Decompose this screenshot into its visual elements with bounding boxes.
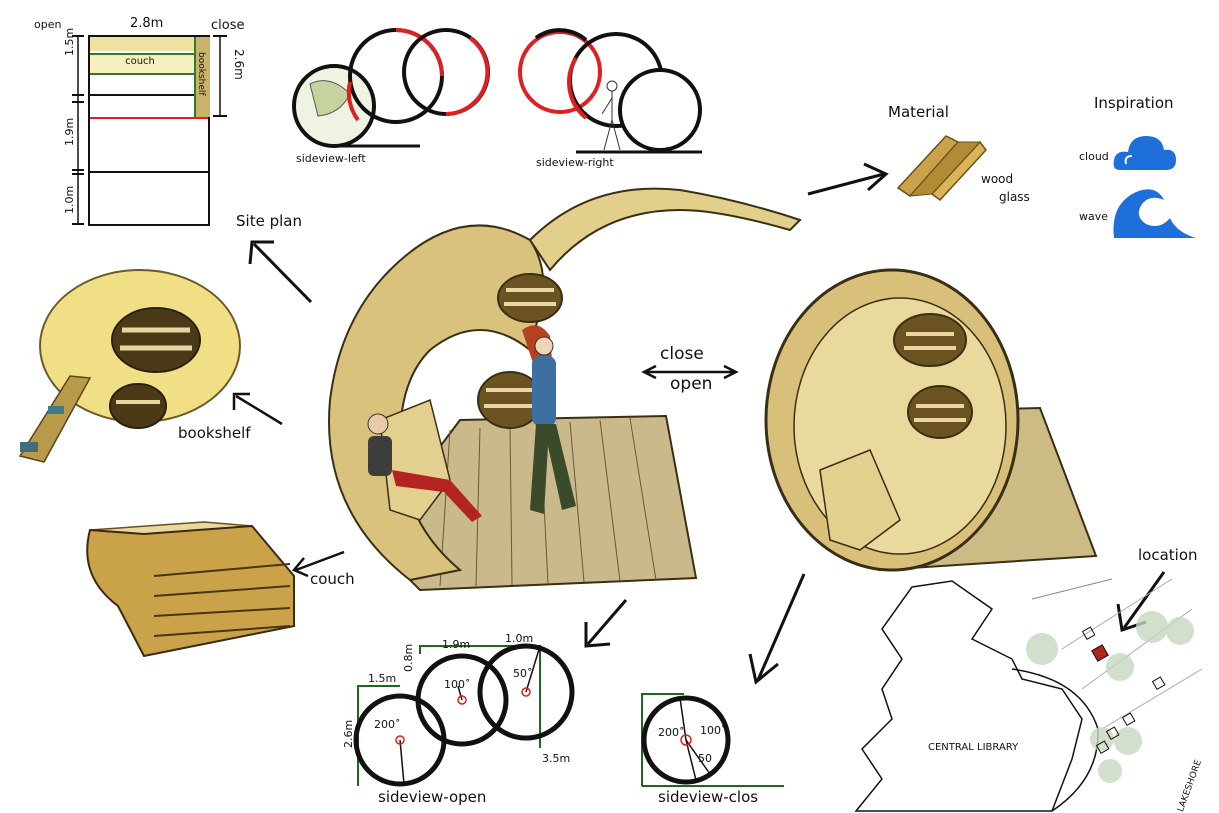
person-sketch <box>601 80 621 151</box>
sideview-right-drawing <box>518 28 702 154</box>
couch-label: couch <box>310 570 355 588</box>
site-plan-arrow <box>248 240 313 304</box>
sideview-close-drawing <box>641 693 784 787</box>
plan-divider-red <box>90 117 208 119</box>
plan-divider-2 <box>90 171 208 173</box>
cloud-icon <box>1113 136 1176 170</box>
sideview-left-label: sideview-left <box>296 152 366 165</box>
plan-dim-2: 1.9m <box>63 117 76 146</box>
plan-outline <box>88 35 210 226</box>
sideview-close-title: sideview-clos <box>658 788 759 806</box>
material-item-wood: wood <box>981 172 1014 186</box>
open-label: open <box>670 374 713 394</box>
sideview-open-dim-top-1: 1.9m <box>442 638 471 651</box>
sideview-open-dim-left-3: 2.6m <box>342 719 355 748</box>
sideview-close-angle-3: 50 <box>698 752 712 765</box>
plan-bookshelf <box>194 37 210 117</box>
sideview-open-angle-2: 100˚ <box>444 678 471 691</box>
plan-right-dim: 2.6m <box>232 49 246 80</box>
close-label: close <box>660 344 704 364</box>
material-item-glass: glass <box>999 190 1030 204</box>
site-plan-title: Site plan <box>236 212 302 230</box>
location-map <box>854 578 1203 812</box>
plan-open-label: open <box>34 18 62 31</box>
down-arrow-right <box>748 573 806 685</box>
sideview-left-drawing <box>292 28 490 148</box>
plan-right-dimension-line <box>213 35 227 117</box>
plan-couch-zone <box>90 37 194 51</box>
seated-person <box>367 413 482 522</box>
plan-couch <box>90 53 194 75</box>
pod-open-illustration <box>328 187 802 592</box>
wood-sample-icon <box>896 135 987 202</box>
sideview-right-label: sideview-right <box>536 156 614 169</box>
inspiration-cloud-label: cloud <box>1079 150 1109 163</box>
sideview-open-dim-left-1: 1.5m <box>368 672 397 685</box>
sideview-open-dim-left-2: 0.8m <box>402 643 415 672</box>
couch-illustration <box>86 521 295 658</box>
standing-person <box>522 325 576 514</box>
sideview-close-angle-1: 200˚ <box>658 726 685 739</box>
bookshelf-arrow <box>232 392 283 426</box>
pod-closed-illustration <box>764 268 1098 572</box>
sideview-open-angle-1: 200˚ <box>374 718 401 731</box>
couch-arrow <box>291 550 345 578</box>
sideview-open-dim-right: 3.5m <box>542 752 571 765</box>
map-building-label: CENTRAL LIBRARY <box>928 742 1019 753</box>
wave-icon <box>1113 189 1196 238</box>
sideview-close-angle-2: 100˚ <box>700 724 727 737</box>
plan-dim-1: 1.5m <box>63 27 76 56</box>
inspiration-title: Inspiration <box>1094 94 1174 112</box>
material-arrow <box>807 162 889 196</box>
location-label: location <box>1138 546 1198 564</box>
plan-close-label: close <box>211 18 245 33</box>
bookshelf-label: bookshelf <box>178 424 251 442</box>
bookshelf-illustration <box>18 269 241 463</box>
close-open-arrows <box>641 364 739 380</box>
plan-left-dimension-lines <box>72 35 84 225</box>
sideview-open-dim-top-2: 1.0m <box>505 632 534 645</box>
plan-couch-label: couch <box>125 56 155 67</box>
down-arrow-left <box>584 599 628 648</box>
sideview-open-drawing <box>353 643 575 787</box>
plan-width-label: 2.8m <box>130 16 164 31</box>
plan-dim-3: 1.0m <box>63 185 76 214</box>
sideview-open-title: sideview-open <box>378 788 487 806</box>
plan-divider-1 <box>90 94 194 96</box>
sideview-open-angle-3: 50˚ <box>513 667 533 680</box>
inspiration-wave-label: wave <box>1079 210 1109 223</box>
plan-bookshelf-label: bookshelf <box>196 52 206 96</box>
material-title: Material <box>888 103 949 121</box>
